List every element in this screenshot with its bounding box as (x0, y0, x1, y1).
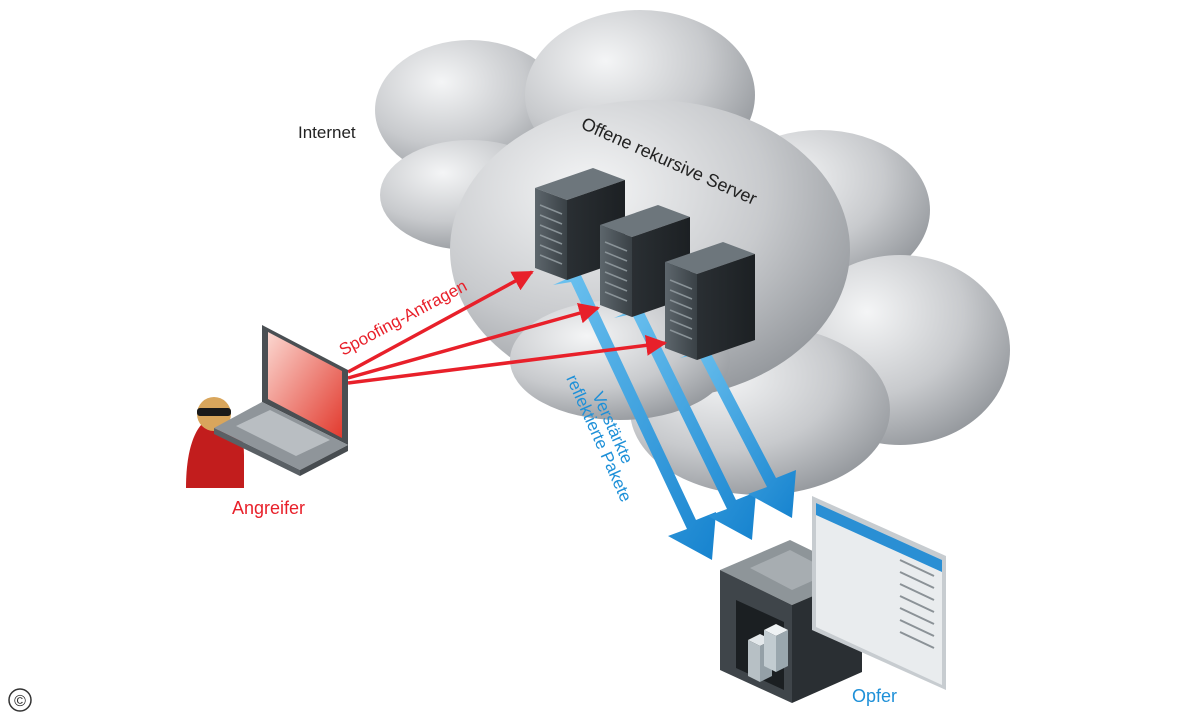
victim-datacenter (720, 496, 946, 703)
reflect-arrow-2 (614, 306, 756, 540)
attacker-mask (197, 408, 231, 416)
amplified-packets-arrows (553, 273, 796, 560)
reflect-arrow-1 (553, 273, 716, 560)
spoof-arrow-1 (347, 270, 534, 374)
copyright-badge: © (8, 688, 32, 712)
label-victim: Opfer (852, 686, 897, 706)
victim-monitor (812, 496, 946, 690)
spoof-arrow-3 (347, 334, 668, 385)
laptop-icon (214, 325, 348, 476)
spoof-arrow-2 (347, 302, 601, 380)
label-internet: Internet (298, 123, 356, 142)
spoofing-requests-arrows (347, 270, 668, 385)
label-attacker: Angreifer (232, 498, 305, 518)
reflect-arrow-3 (680, 346, 796, 518)
copyright-symbol: © (14, 693, 26, 710)
server-3 (665, 242, 755, 360)
open-recursive-servers (535, 168, 755, 360)
victim-racks (748, 624, 788, 682)
